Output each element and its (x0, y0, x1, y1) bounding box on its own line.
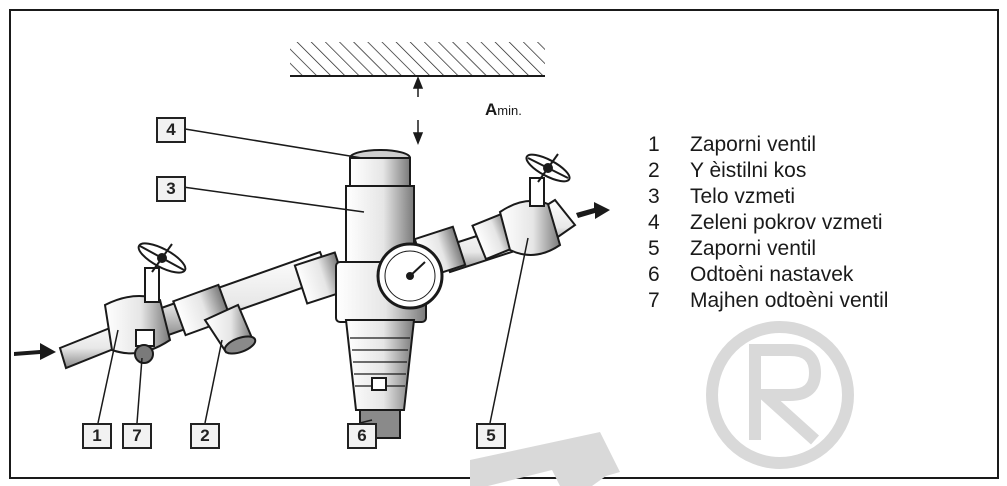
legend-label: Y èistilni kos (690, 159, 807, 182)
legend-number: 7 (648, 289, 660, 312)
pressure-reducer-body (335, 149, 444, 439)
legend-label: Zeleni pokrov vzmeti (690, 211, 883, 234)
legend-item: 3 Telo vzmeti (648, 184, 888, 210)
callout-5: 5 (476, 423, 506, 449)
legend-number: 1 (648, 133, 660, 156)
clearance-dimension (412, 75, 424, 146)
legend-label: Majhen odtoèni ventil (690, 289, 889, 312)
legend-item: 5 Zaporni ventil (648, 236, 888, 262)
legend-number: 6 (648, 263, 660, 286)
legend-label: Odtoèni nastavek (690, 263, 854, 286)
leader-lines (97, 128, 529, 424)
union-nuts (293, 211, 519, 305)
clearance-subscript: min. (497, 103, 522, 118)
legend-number: 5 (648, 237, 660, 260)
callout-7: 7 (122, 423, 152, 449)
legend-label: Zaporni ventil (690, 133, 817, 156)
clearance-letter: A (485, 100, 498, 119)
legend-label: Zaporni ventil (690, 237, 817, 260)
callout-4: 4 (156, 117, 186, 143)
callout-3: 3 (156, 176, 186, 202)
legend-number: 4 (648, 211, 660, 234)
callout-2: 2 (190, 423, 220, 449)
ceiling-hatch (290, 42, 545, 77)
legend-item: 6 Odtoèni nastavek (648, 262, 888, 288)
legend-item: 1 Zaporni ventil (648, 132, 888, 158)
legend-label: Telo vzmeti (690, 185, 796, 208)
clearance-label: Amin. (485, 100, 522, 120)
right-shutoff-valve (498, 153, 571, 256)
legend-item: 2 Y èistilni kos (648, 158, 888, 184)
legend-item: 7 Majhen odtoèni ventil (648, 288, 888, 314)
legend-item: 4 Zeleni pokrov vzmeti (648, 210, 888, 236)
flow-arrows (14, 202, 610, 360)
legend-number: 2 (648, 159, 660, 182)
y-strainer (172, 283, 257, 355)
callout-1: 1 (82, 423, 112, 449)
left-shutoff-valve (103, 242, 187, 364)
legend-number: 3 (648, 185, 660, 208)
callout-6: 6 (347, 423, 377, 449)
